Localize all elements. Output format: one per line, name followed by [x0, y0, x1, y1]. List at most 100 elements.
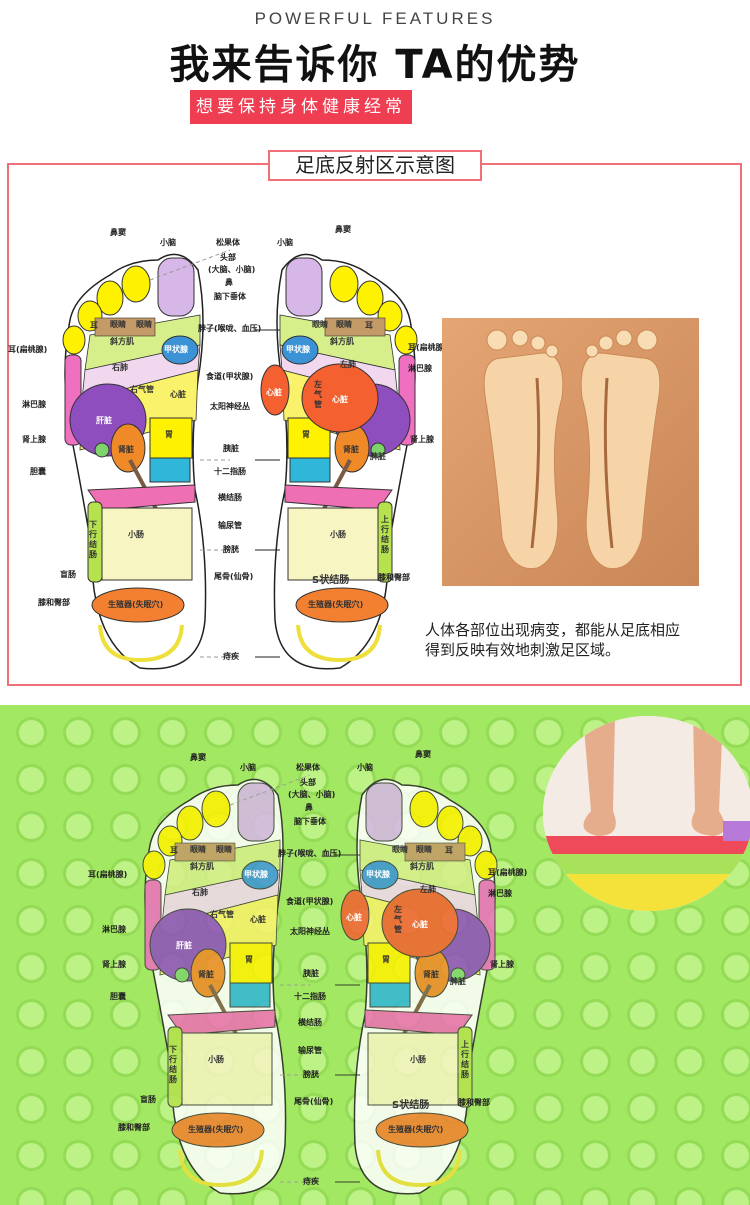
organ-trapezius: 斜方肌 — [410, 862, 434, 871]
label-cerebellum-right: 小脑 — [357, 763, 373, 772]
organ-left-lung: 左肺 — [340, 360, 356, 369]
organ-genitals: 生殖器(失眠穴) — [388, 1125, 444, 1134]
organ-small-intestine: 小肠 — [128, 530, 144, 539]
label-hemorrhoids: 痔疾 — [223, 652, 239, 661]
label-sinus-right: 鼻窦 — [415, 750, 431, 759]
label-knee-right: 膝和臀部 — [378, 573, 410, 582]
label-appendix: 盲肠 — [60, 570, 76, 579]
label-ear-right: 耳(扁桃腺) — [488, 868, 528, 877]
eyebrow-text: POWERFUL FEATURES — [254, 9, 496, 28]
organ-right-lung: 右肺 — [192, 888, 208, 897]
organ-descending-colon: 下行结肠 — [89, 520, 97, 559]
label-cerebellum-left: 小脑 — [240, 763, 256, 772]
label-solar-plexus: 太阳神经丛 — [210, 402, 250, 411]
label-pituitary: 脑下垂体 — [294, 817, 326, 826]
label-brain: (大脑、小脑) — [288, 790, 336, 799]
label-sinus-right: 鼻窦 — [335, 225, 351, 234]
label-solar-plexus: 太阳神经丛 — [290, 927, 330, 936]
label-nose: 鼻 — [305, 803, 313, 812]
label-knee-right: 膝和臀部 — [458, 1098, 490, 1107]
standing-on-mat-photo — [543, 716, 750, 911]
label-pancreas: 胰脏 — [223, 444, 239, 453]
organ-spleen: 脾脏 — [450, 977, 466, 986]
label-coccyx: 尾骨(仙骨) — [214, 572, 254, 581]
organ-thyroid: 甲状腺 — [164, 345, 188, 354]
organ-kidney: 肾脏 — [198, 970, 214, 979]
organ-small-intestine: 小肠 — [208, 1055, 224, 1064]
feet-illustration — [141, 774, 499, 1196]
label-lymph-left: 淋巴腺 — [22, 400, 46, 409]
label-appendix: 盲肠 — [140, 1095, 156, 1104]
subtitle-banner: 想要保持身体健康经常要脚底按摩 — [190, 90, 412, 151]
organ-eye: 眼睛 — [336, 320, 352, 329]
label-colon: 横结肠 — [298, 1018, 322, 1027]
organ-eye: 眼睛 — [392, 845, 408, 854]
label-head: 头部 — [220, 253, 236, 262]
label-adrenal-left: 肾上腺 — [102, 960, 126, 969]
organ-genitals: 生殖器(失眠穴) — [308, 600, 364, 609]
organ-ear: 耳 — [365, 321, 373, 330]
foot-model-illustration — [483, 329, 661, 570]
label-duodenum: 十二指肠 — [294, 992, 326, 1001]
organ-ear: 耳 — [170, 846, 178, 855]
label-sinus-left: 鼻窦 — [190, 753, 206, 762]
organ-eye: 眼睛 — [136, 320, 152, 329]
label-lymph-right: 淋巴腺 — [488, 889, 512, 898]
label-pituitary: 脑下垂体 — [214, 292, 246, 301]
label-duodenum: 十二指肠 — [214, 467, 246, 476]
label-lymph-left: 淋巴腺 — [102, 925, 126, 934]
label-bladder: 膀胱 — [223, 545, 239, 554]
label-hemorrhoids: 痔疾 — [303, 1177, 319, 1186]
organ-right-bronchus: 右气管 — [210, 910, 234, 919]
organ-liver: 肝脏 — [176, 941, 192, 950]
label-ureter: 输尿管 — [218, 521, 242, 530]
organ-sigmoid-colon: S状结肠 — [312, 575, 350, 586]
label-ear-right: 耳(扁桃腺) — [408, 343, 448, 352]
label-cerebellum-right: 小脑 — [277, 238, 293, 247]
organ-kidney: 肾脏 — [343, 445, 359, 454]
organ-stomach: 胃 — [302, 430, 310, 439]
organ-ascending-colon: 上行结肠 — [461, 1040, 469, 1079]
label-pancreas: 胰脏 — [303, 969, 319, 978]
label-adrenal-left: 肾上腺 — [22, 435, 46, 444]
organ-thyroid: 甲状腺 — [244, 870, 268, 879]
label-coccyx: 尾骨(仙骨) — [294, 1097, 334, 1106]
foot-model-photo — [442, 318, 699, 586]
organ-thyroid: 甲状腺 — [286, 345, 310, 354]
organ-stomach: 胃 — [245, 955, 253, 964]
label-ureter: 输尿管 — [298, 1046, 322, 1055]
mat-foot-reflex-diagram: 松果体 头部 (大脑、小脑) 鼻 脑下垂体 脖子(喉咙、血压) 食道(甲状腺) … — [88, 745, 530, 1205]
organ-trapezius: 斜方肌 — [110, 337, 134, 346]
label-knee-left: 膝和臀部 — [118, 1123, 150, 1132]
organ-spleen: 脾脏 — [370, 452, 386, 461]
organ-left-bronchus: 左气管 — [314, 380, 322, 409]
organ-heart: 心脏 — [170, 390, 186, 399]
organ-ascending-colon: 上行结肠 — [381, 515, 389, 554]
organ-eye: 眼睛 — [110, 320, 126, 329]
organ-eye: 眼睛 — [312, 320, 328, 329]
organ-heart: 心脏 — [412, 920, 428, 929]
feet-on-mat-illustration — [543, 716, 750, 911]
feet-illustration — [61, 249, 419, 671]
panel-title: 足底反射区示意图 — [268, 150, 482, 181]
organ-right-bronchus: 右气管 — [130, 385, 154, 394]
label-pineal: 松果体 — [296, 763, 320, 772]
organ-liver: 肝脏 — [96, 416, 112, 425]
label-esophagus: 食道(甲状腺) — [206, 372, 254, 381]
label-adrenal-right: 肾上腺 — [410, 435, 434, 444]
caption-line: 得到反映有效地刺激足区域。 — [425, 641, 621, 659]
caption-line: 人体各部位出现病变，都能从足底相应 — [425, 621, 681, 639]
organ-heart: 心脏 — [266, 388, 282, 397]
label-head: 头部 — [300, 778, 316, 787]
organ-right-lung: 右肺 — [112, 363, 128, 372]
label-brain: (大脑、小脑) — [208, 265, 256, 274]
label-adrenal-right: 肾上腺 — [490, 960, 514, 969]
organ-ear: 耳 — [445, 846, 453, 855]
organ-kidney: 肾脏 — [118, 445, 134, 454]
organ-kidney: 肾脏 — [423, 970, 439, 979]
label-ear-left: 耳(扁桃腺) — [88, 870, 128, 879]
organ-trapezius: 斜方肌 — [330, 337, 354, 346]
organ-eye: 眼睛 — [416, 845, 432, 854]
organ-ear: 耳 — [90, 321, 98, 330]
organ-heart: 心脏 — [346, 913, 362, 922]
